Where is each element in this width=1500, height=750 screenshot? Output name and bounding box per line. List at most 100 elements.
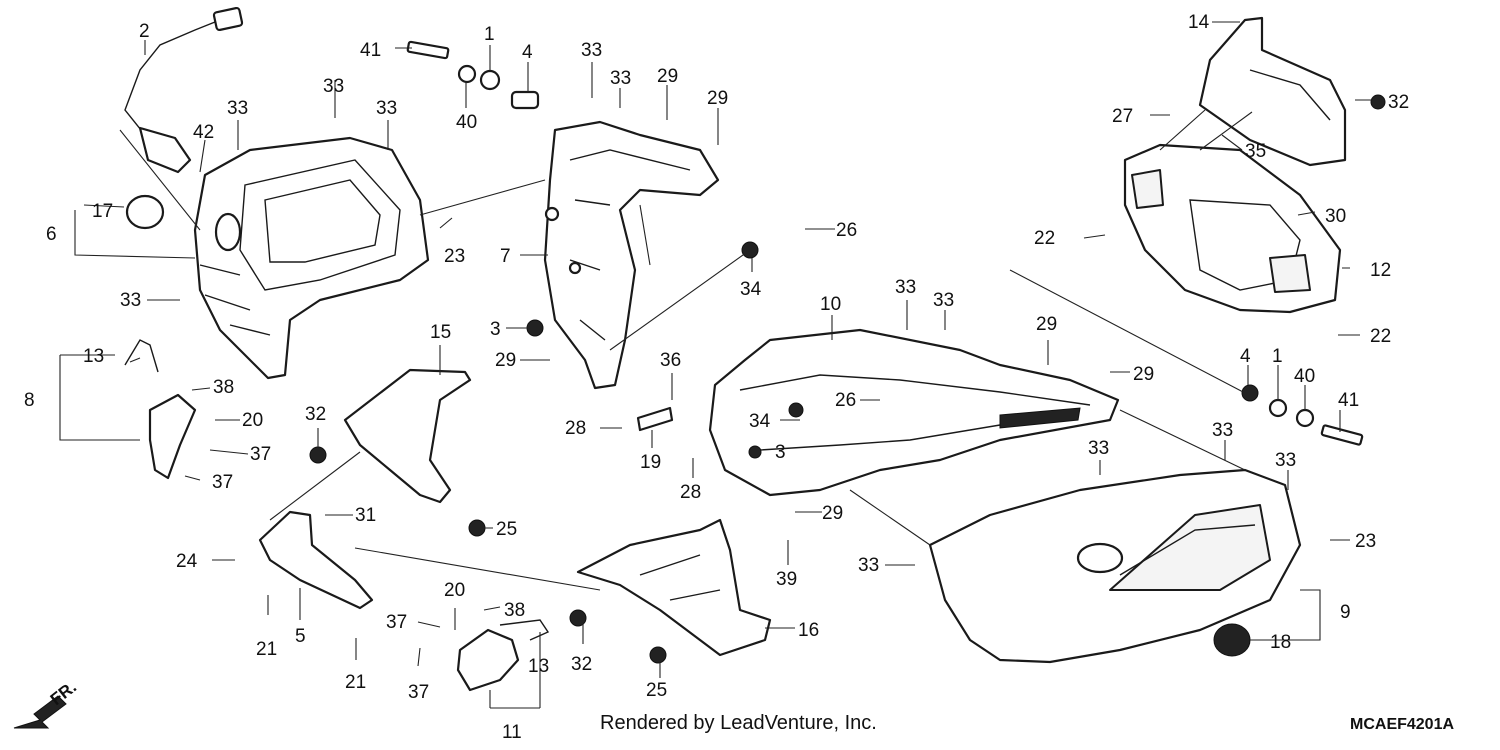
- callout-7: 7: [500, 246, 511, 267]
- callout-37-a: 37: [250, 444, 271, 465]
- callout-22-b: 22: [1370, 326, 1391, 347]
- callout-26-a: 26: [836, 220, 857, 241]
- middle-bracket: [543, 120, 720, 390]
- callout-20-b: 20: [444, 580, 465, 601]
- callout-22-a: 22: [1034, 228, 1055, 249]
- front-direction-arrow: FR.: [13, 677, 80, 729]
- callout-33-k: 33: [1212, 420, 1233, 441]
- inner-panel-left: [193, 136, 430, 380]
- plate-19: [636, 406, 674, 432]
- callout-4-b: 4: [1240, 346, 1251, 367]
- callout-31: 31: [355, 505, 376, 526]
- callout-33-i: 33: [933, 290, 954, 311]
- callout-16: 16: [798, 620, 819, 641]
- side-cover-right: [928, 468, 1302, 664]
- callout-34-b: 34: [749, 411, 771, 432]
- callout-41: 41: [360, 40, 381, 61]
- reflector-11: [456, 619, 550, 692]
- callout-6: 6: [46, 224, 57, 245]
- callout-18: 18: [1270, 632, 1291, 653]
- callout-35: 35: [1245, 141, 1266, 162]
- callout-17: 17: [92, 201, 113, 222]
- callout-33-c: 33: [323, 76, 344, 97]
- callout-14: 14: [1188, 12, 1210, 33]
- callout-29-c: 29: [495, 350, 516, 371]
- bracket-8: [148, 393, 197, 480]
- callout-30: 30: [1325, 206, 1346, 227]
- callout-3-b: 3: [775, 442, 786, 463]
- callout-33-f: 33: [120, 290, 141, 311]
- callout-11: 11: [502, 722, 522, 743]
- callout-33-g: 33: [858, 555, 879, 576]
- callout-40-b: 40: [1294, 366, 1315, 387]
- callout-32-c: 32: [1388, 92, 1409, 113]
- wire-harness: [124, 6, 244, 174]
- callout-13-b: 13: [528, 656, 549, 677]
- callout-15: 15: [430, 322, 451, 343]
- callout-39: 39: [776, 569, 797, 590]
- callout-32-a: 32: [305, 404, 326, 425]
- callout-36: 36: [660, 350, 681, 371]
- callout-10: 10: [820, 294, 841, 315]
- diagram-code: MCAEF4201A: [1350, 716, 1455, 733]
- callout-25-b: 25: [646, 680, 667, 701]
- callout-28-a: 28: [565, 418, 586, 439]
- callout-37-b: 37: [212, 472, 233, 493]
- callout-29-e: 29: [1036, 314, 1057, 335]
- callout-37-c: 37: [386, 612, 407, 633]
- callout-27: 27: [1112, 106, 1133, 127]
- callout-29-a: 29: [657, 66, 678, 87]
- render-credit: Rendered by LeadVenture, Inc.: [600, 712, 877, 734]
- callout-2: 2: [139, 21, 150, 42]
- callout-40: 40: [456, 112, 477, 133]
- callout-23-b: 23: [1355, 531, 1376, 552]
- center-cover: [708, 328, 1120, 497]
- callout-21-a: 21: [256, 639, 277, 660]
- meter-cover: [1123, 143, 1342, 314]
- callout-28-b: 28: [680, 482, 701, 503]
- grommet: [125, 194, 165, 230]
- callout-8: 8: [24, 390, 35, 411]
- fasteners: [309, 40, 1386, 664]
- callout-12: 12: [1370, 260, 1391, 281]
- callout-23-a: 23: [444, 246, 465, 267]
- callout-1: 1: [484, 24, 495, 45]
- bracket-5: [258, 510, 374, 610]
- callout-34-a: 34: [740, 279, 762, 300]
- callout-26-b: 26: [835, 390, 856, 411]
- callout-37-d: 37: [408, 682, 429, 703]
- bracket-15: [343, 368, 472, 504]
- callout-1-b: 1: [1272, 346, 1283, 367]
- callout-20-a: 20: [242, 410, 263, 431]
- callout-9: 9: [1340, 602, 1351, 623]
- callout-25-a: 25: [496, 519, 517, 540]
- lower-cover-16: [576, 518, 772, 657]
- callout-42: 42: [193, 122, 214, 143]
- callout-19: 19: [640, 452, 661, 473]
- callout-13-a: 13: [83, 346, 104, 367]
- callout-38-a: 38: [213, 377, 234, 398]
- callout-29-b: 29: [707, 88, 728, 109]
- callout-labels: 2 41 1 4 33 33 29 29 33 33 33 42 40 17 6…: [24, 12, 1409, 743]
- callout-4: 4: [522, 42, 533, 63]
- callout-33-l: 33: [1275, 450, 1296, 471]
- callout-32-b: 32: [571, 654, 592, 675]
- callout-33-e: 33: [227, 98, 248, 119]
- callout-33-d: 33: [376, 98, 397, 119]
- callout-5: 5: [295, 626, 306, 647]
- callout-29-f: 29: [1133, 364, 1154, 385]
- upper-right-cover: [1198, 16, 1347, 167]
- callout-24: 24: [176, 551, 198, 572]
- callout-33-a: 33: [581, 40, 602, 61]
- callout-38-b: 38: [504, 600, 525, 621]
- callout-21-b: 21: [345, 672, 366, 693]
- callout-29-d: 29: [822, 503, 843, 524]
- callout-33-h: 33: [895, 277, 916, 298]
- leader-lines: [59, 21, 1385, 709]
- callout-33-j: 33: [1088, 438, 1109, 459]
- callout-3-a: 3: [490, 319, 501, 340]
- callout-33-b: 33: [610, 68, 631, 89]
- clip-13-left: [124, 339, 159, 373]
- callout-41-b: 41: [1338, 390, 1359, 411]
